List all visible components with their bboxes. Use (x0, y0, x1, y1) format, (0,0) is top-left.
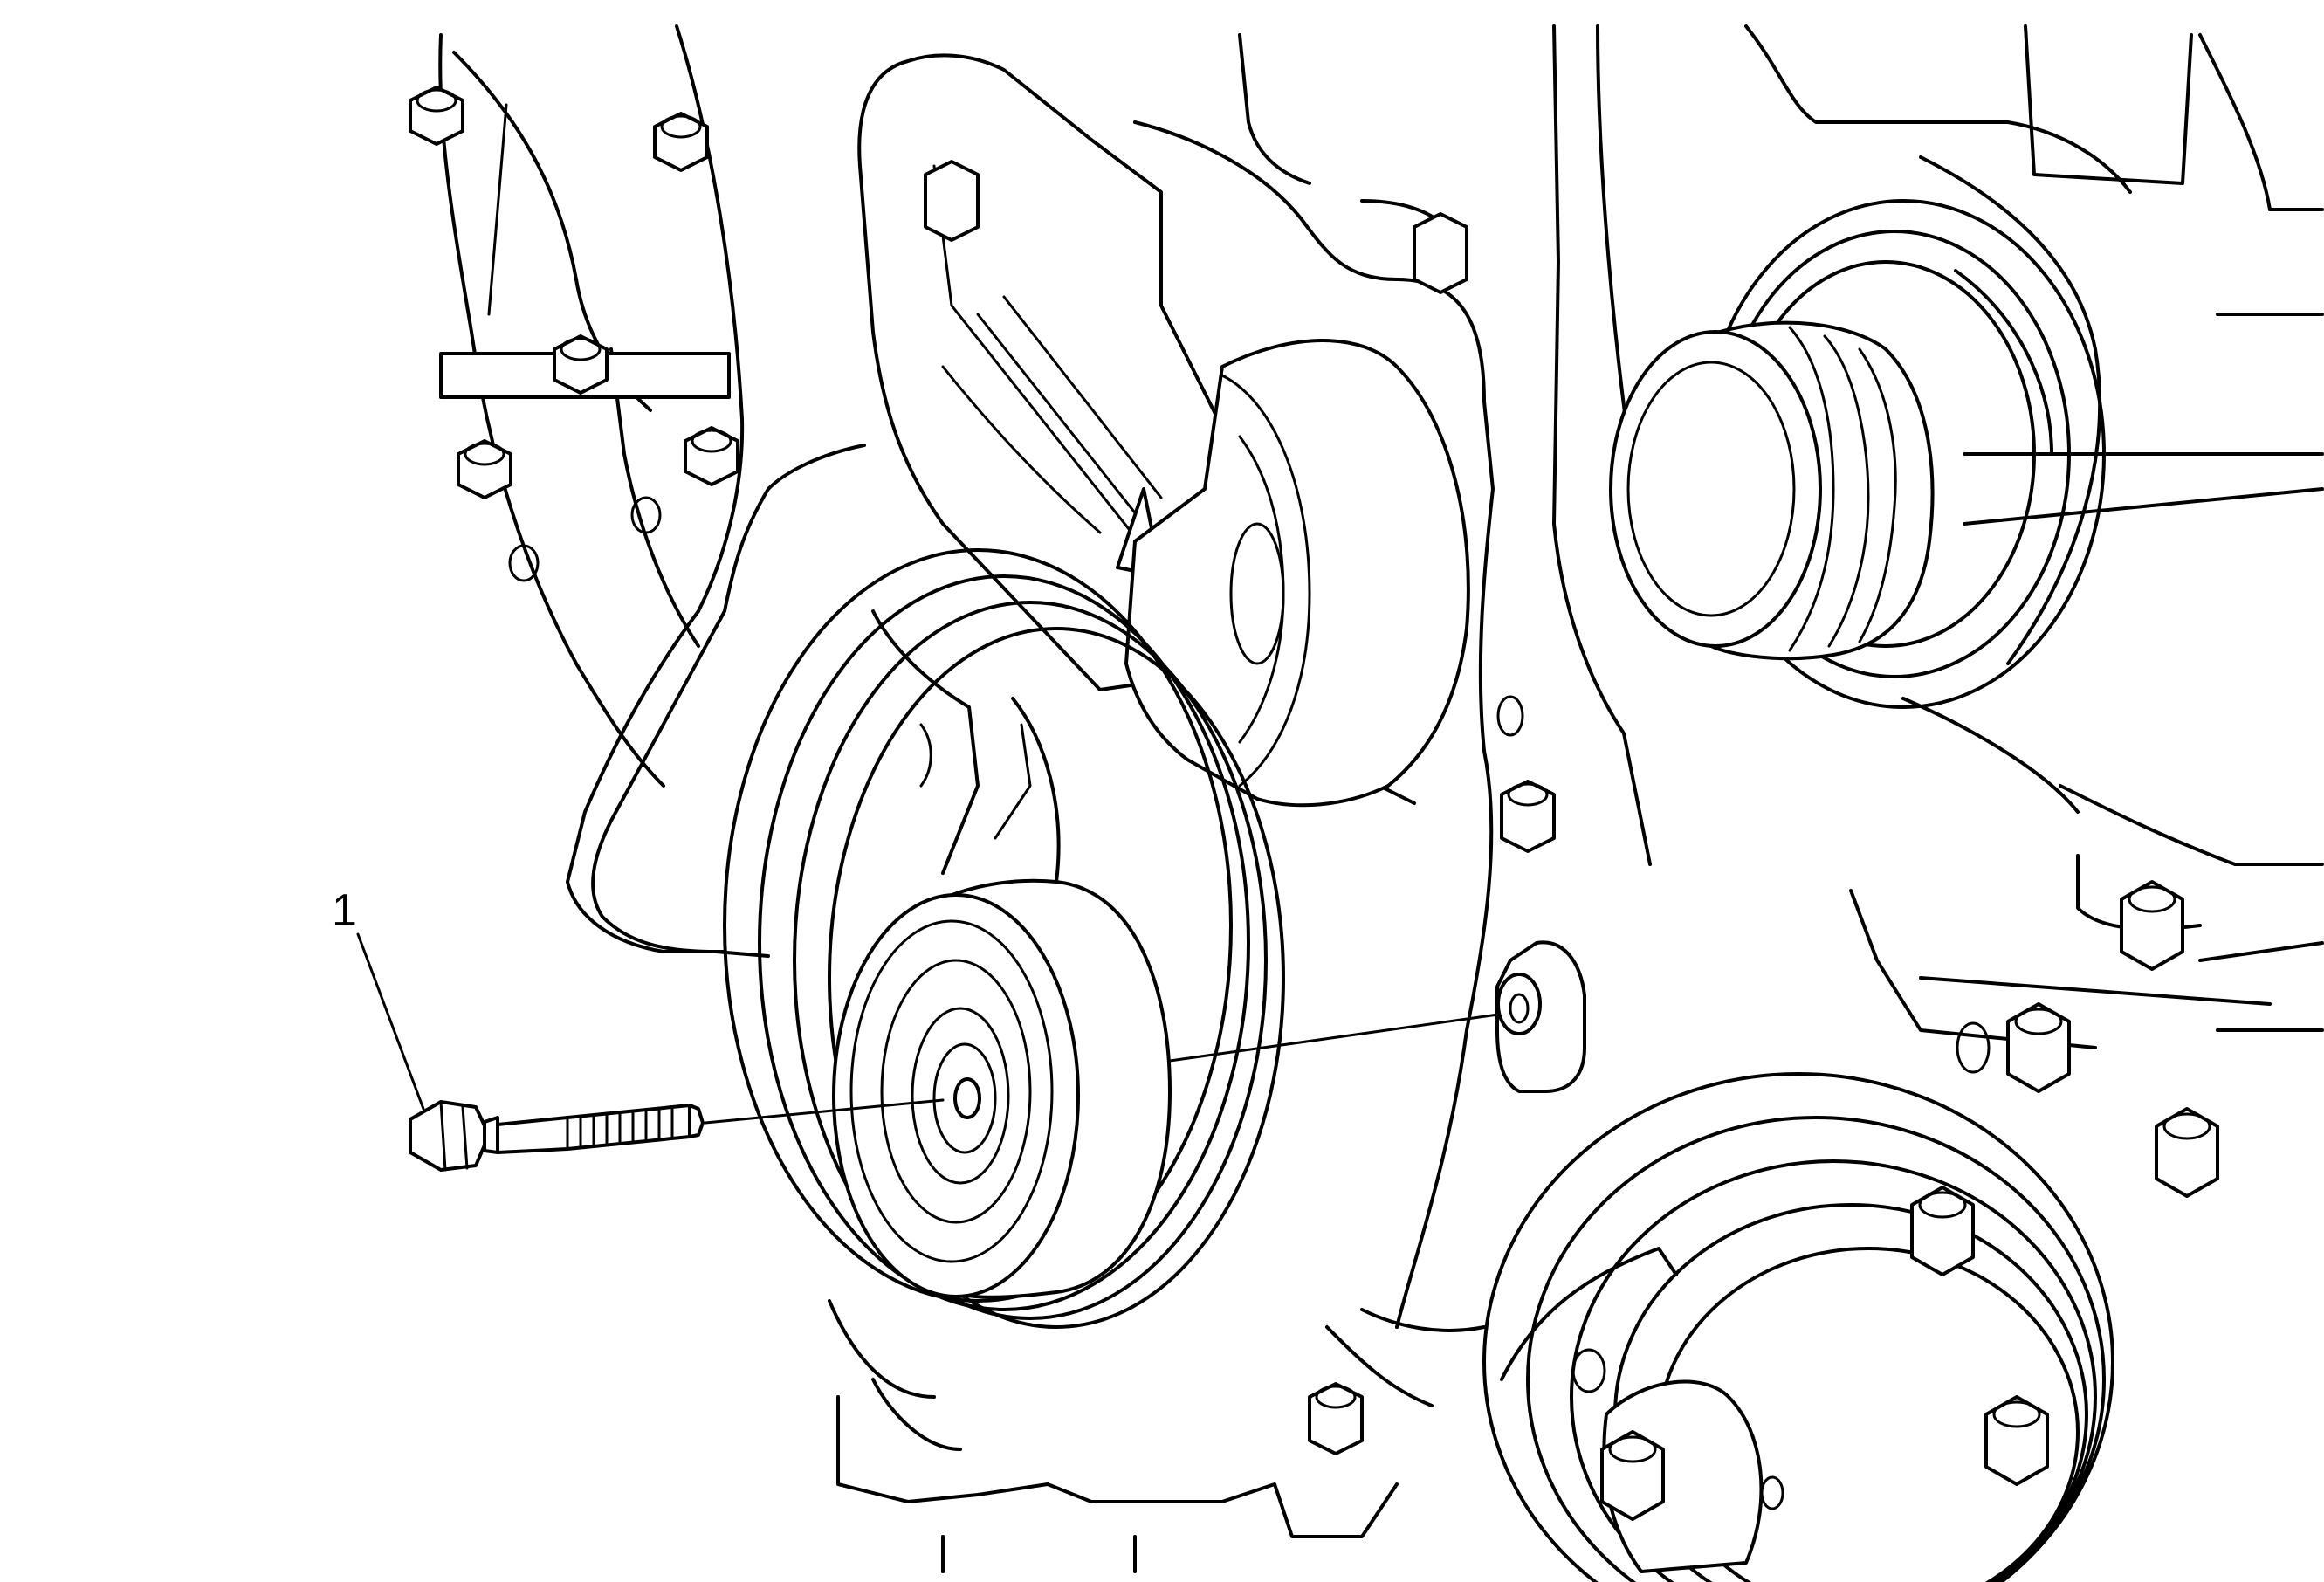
bolt-head-group-center (1308, 695, 1556, 1455)
bolt-head (924, 160, 980, 242)
bolt-hex-head (409, 1100, 491, 1172)
hole (630, 496, 662, 534)
exploded-bolt (409, 1100, 705, 1172)
hole (1760, 1475, 1784, 1510)
hole (1496, 695, 1524, 737)
lower-housing (836, 1395, 1399, 1573)
bolt-head (1500, 780, 1556, 853)
bolt-head-group-left (409, 86, 739, 582)
bolt-flange (483, 1116, 499, 1154)
bolt-tip (688, 1104, 705, 1138)
balancer-pulley (1609, 199, 2324, 709)
drive-pulley (723, 548, 1285, 1451)
bolt-head (2120, 880, 2184, 971)
bolt-head (457, 439, 512, 499)
bolt-head (553, 334, 609, 395)
hole (1571, 1348, 1606, 1393)
alignment-lines (704, 1013, 1500, 1125)
timing-cover-left (438, 24, 745, 953)
bolt-head (1984, 1395, 2049, 1486)
hole (508, 544, 540, 582)
idler-pulley (832, 878, 1172, 1299)
callout-leader-line (356, 932, 425, 1111)
bolt-head (2006, 1002, 2071, 1093)
callout-number: 1 (332, 885, 357, 936)
tensioner-body (1124, 212, 1470, 808)
bolt-head (1413, 212, 1468, 294)
bolt-head (409, 86, 464, 146)
bolt-head (653, 112, 709, 172)
bolt-head (1600, 1430, 1665, 1521)
callout-1: 1 (332, 885, 425, 1111)
hole (1956, 1021, 1991, 1074)
spacer-alignment-line (1168, 1013, 1500, 1063)
bolt-alignment-line (704, 1098, 945, 1125)
bolt-head (1308, 1382, 1364, 1455)
lower-pulley (1482, 1072, 2114, 1582)
bolt-head-group-right (1956, 880, 2219, 1198)
bolt-head (2155, 1107, 2219, 1198)
mounting-boss (1495, 940, 1586, 1093)
pulley-bore (953, 1077, 981, 1119)
bolt-head (684, 426, 739, 486)
bolt-head (1910, 1186, 1975, 1276)
